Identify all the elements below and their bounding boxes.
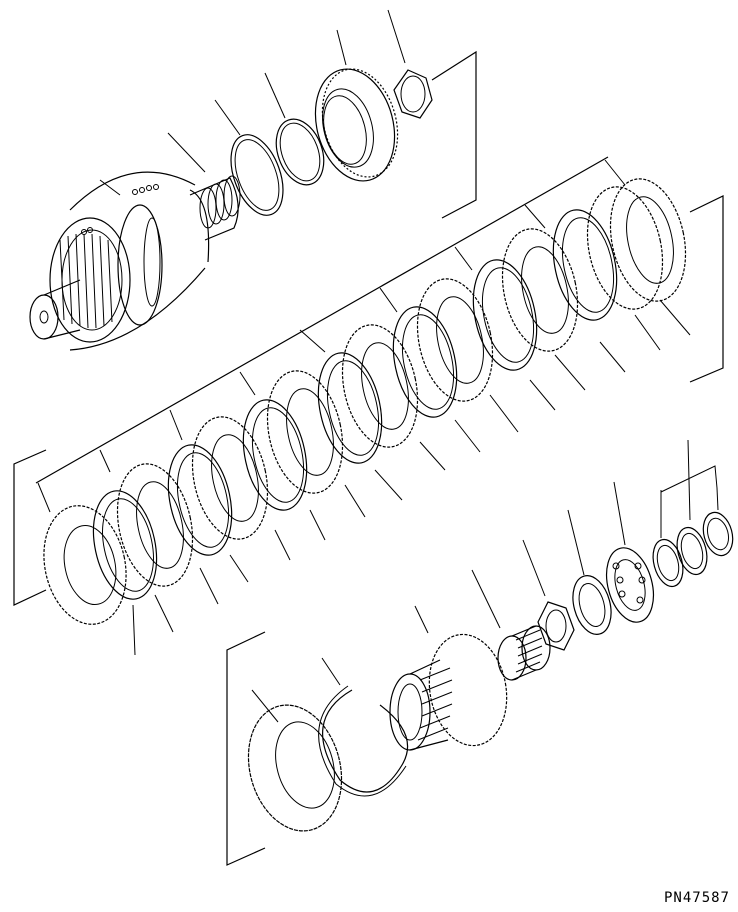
ring-3: [699, 509, 737, 559]
gear-hub: [390, 628, 515, 751]
top-leader-lines: [100, 10, 405, 195]
disc-11: [407, 272, 503, 408]
thrust-plate: [235, 695, 355, 842]
ring-2: [672, 524, 711, 578]
disc-4: [159, 439, 241, 561]
seal-ring-2: [268, 113, 333, 192]
disc-1: [33, 498, 136, 632]
shaft-hub-part: [30, 172, 240, 350]
disc-8: [309, 347, 391, 469]
ring-1: [648, 536, 687, 590]
hex-washer-top: [394, 70, 432, 118]
needle-bearing: [498, 626, 550, 680]
reference-code: PN47587: [663, 890, 730, 906]
disc-pack-leader-lines: [38, 160, 690, 655]
disc-pack-bracket: [14, 157, 723, 605]
disc-13: [492, 222, 588, 358]
disc-5: [182, 410, 278, 546]
disc-pack: [33, 172, 696, 632]
gear-ring: [304, 60, 409, 190]
washer: [567, 571, 617, 638]
snap-ring-large: [319, 686, 408, 796]
disc-2: [84, 485, 166, 605]
disc-7: [257, 364, 353, 500]
disc-3: [107, 457, 203, 593]
disc-9: [332, 318, 428, 454]
seal-ring-1: [221, 128, 293, 223]
disc-15: [577, 172, 696, 316]
hex-washer-bottom: [538, 602, 574, 650]
top-group-bracket: [432, 52, 476, 218]
disc-6: [234, 394, 316, 516]
bottom-leader-lines: [252, 440, 718, 722]
disc-10: [384, 301, 466, 423]
bottom-group-bracket: [227, 632, 265, 865]
disc-14: [544, 204, 626, 326]
ball-bearing: [599, 543, 661, 628]
disc-12: [464, 254, 546, 376]
